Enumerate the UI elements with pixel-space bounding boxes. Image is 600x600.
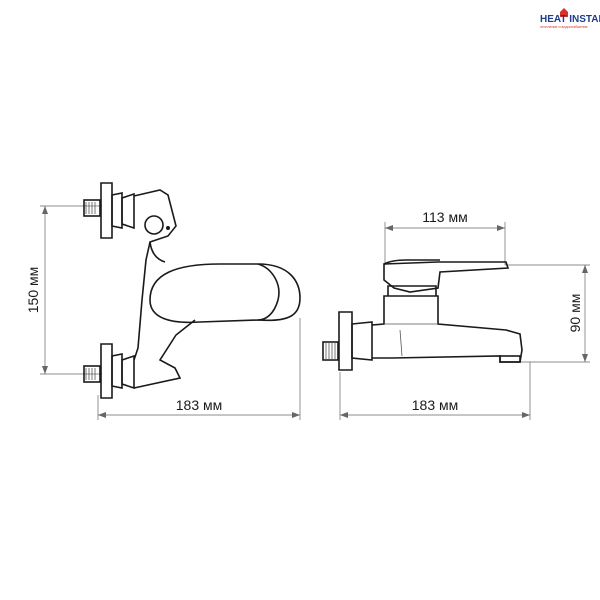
side-connector [322, 311, 373, 371]
side-height-label: 90 мм [567, 294, 583, 333]
front-width-label: 183 мм [176, 397, 223, 413]
top-connector [83, 182, 135, 239]
side-handle-width-dimension: 113 мм [384, 209, 506, 265]
side-width-dimension: 183 мм [339, 362, 531, 420]
diverter-knob [144, 215, 164, 235]
spout-outlet [499, 355, 521, 363]
lever-handle-side [383, 261, 510, 293]
side-height-dimension: 90 мм [505, 264, 590, 363]
mixer-body-front [133, 189, 301, 389]
front-height-label: 150 мм [25, 267, 41, 314]
lever-handle-front [149, 263, 301, 324]
front-height-dimension: 150 мм [25, 205, 102, 375]
side-handle-width-label: 113 мм [422, 209, 467, 225]
logo-tagline: отопление и водоснабжение [540, 25, 588, 29]
heat-install-logo: HEAT INSTALL отопление и водоснабжение [540, 8, 600, 29]
bottom-connector [83, 343, 135, 399]
front-width-dimension: 183 мм [97, 318, 301, 420]
logo-name: HEAT INSTALL [540, 14, 600, 25]
front-view: 150 мм 183 мм [25, 182, 301, 420]
mixer-body-side [371, 259, 523, 363]
side-width-label: 183 мм [412, 397, 459, 413]
side-view: 113 мм 90 мм 183 мм [322, 209, 590, 420]
house-icon [560, 8, 568, 17]
